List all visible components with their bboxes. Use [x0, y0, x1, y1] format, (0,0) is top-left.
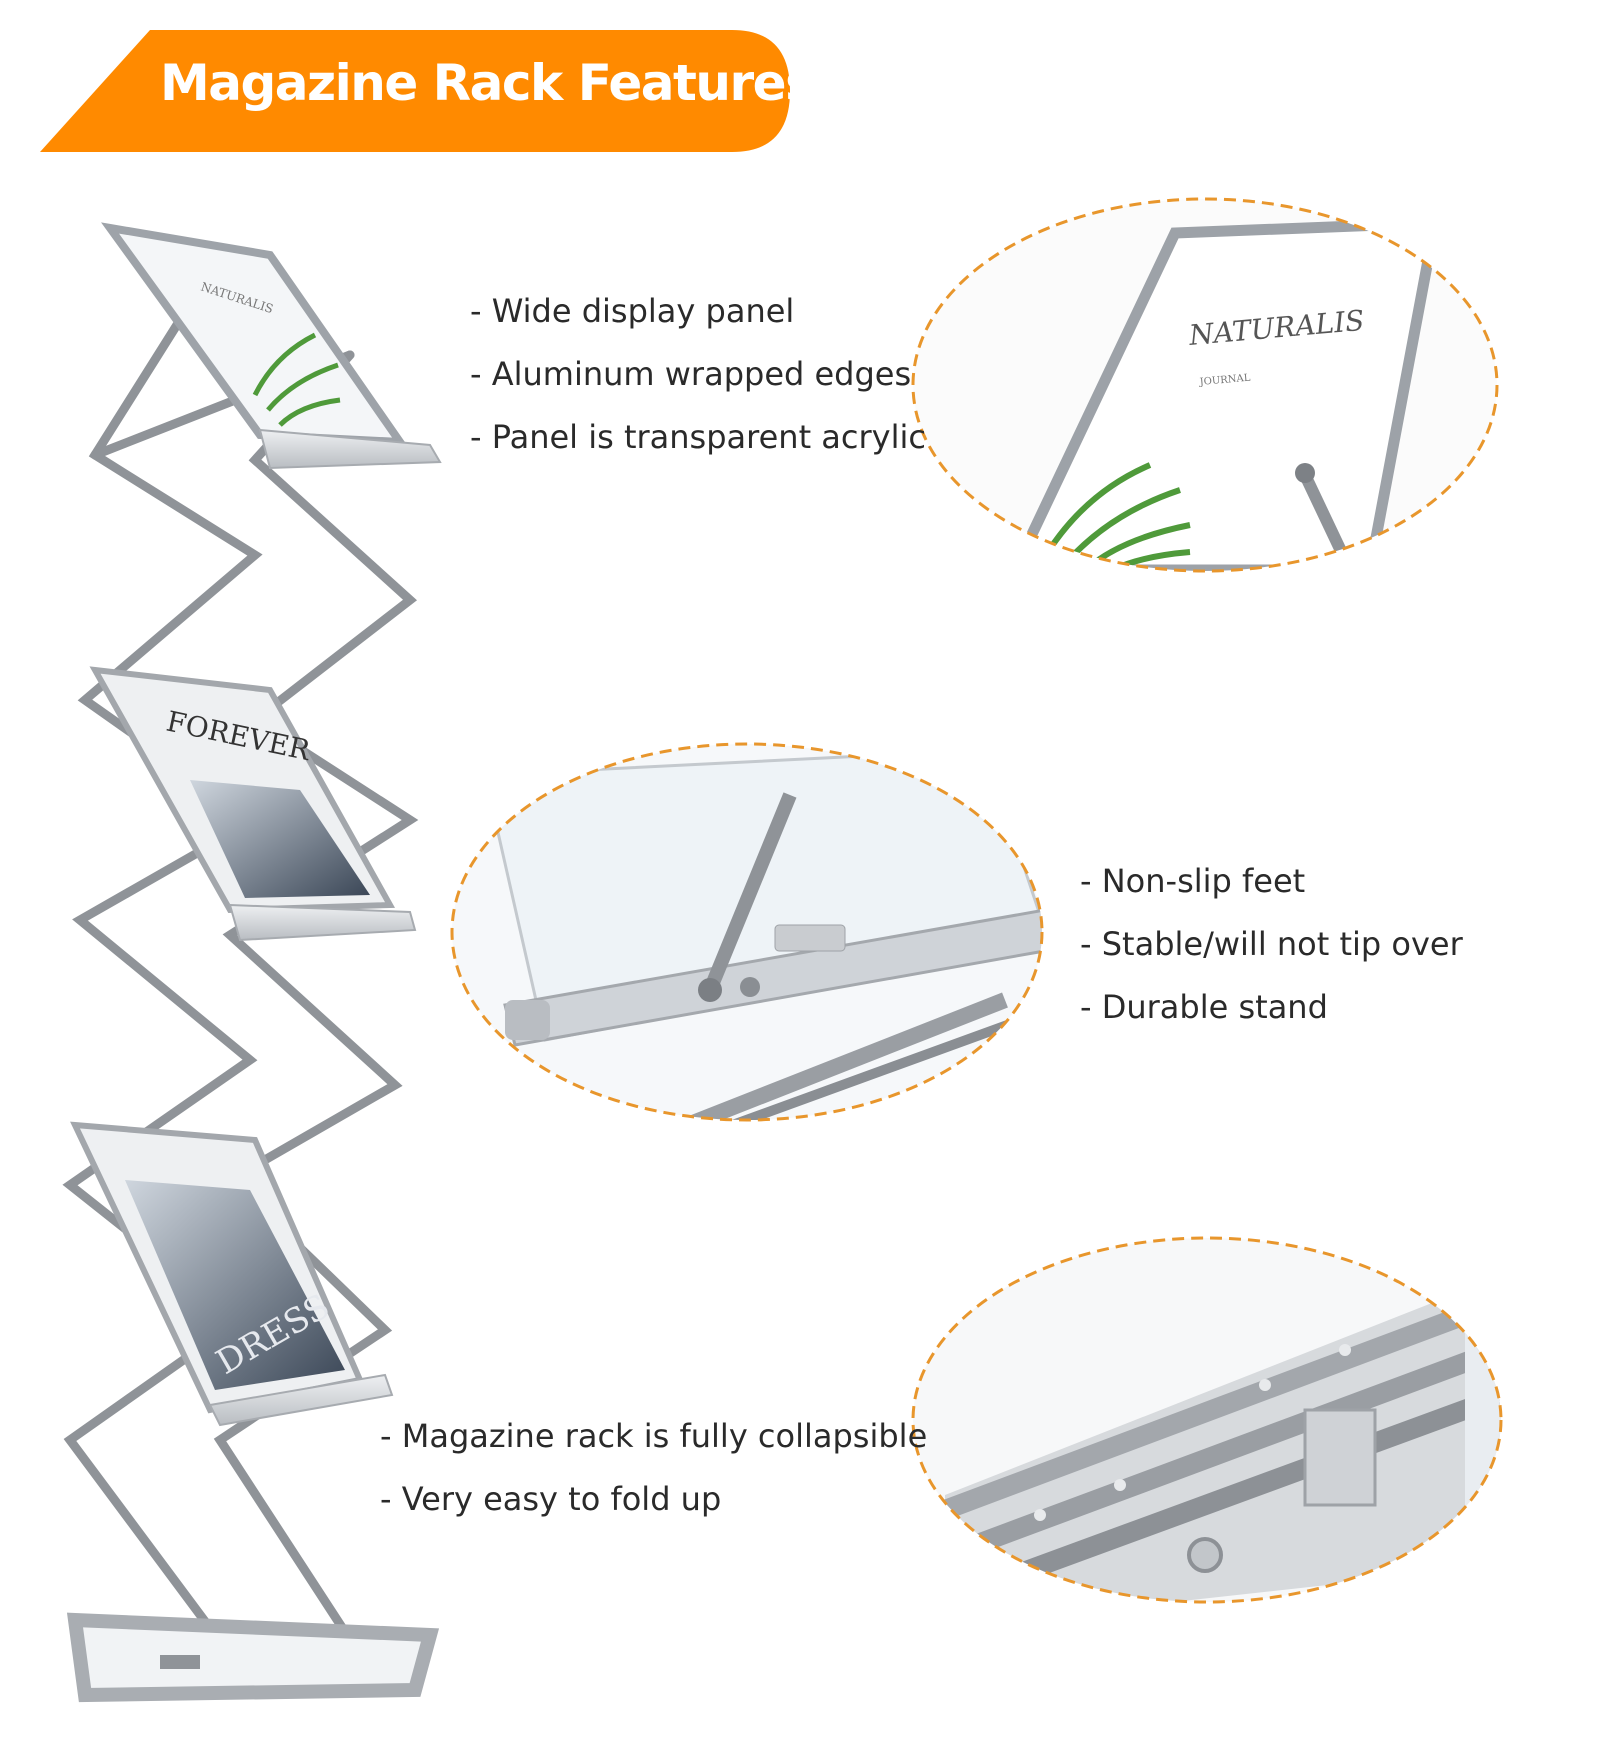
folding-features: - Magazine rack is fully collapsible - V… — [380, 1405, 927, 1531]
magazine-rack-image: NATURALIS FOREVER DRESS — [62, 222, 442, 1703]
feature-item: - Panel is transparent acrylic — [470, 418, 926, 456]
scissor-frame — [62, 315, 419, 1660]
folding-closeup — [911, 1236, 1503, 1604]
display-panel-closeup: NATURALIS JOURNAL — [911, 197, 1499, 573]
header-banner — [40, 30, 790, 152]
feet-features: - Non-slip feet - Stable/will not tip ov… — [1080, 850, 1463, 1039]
feature-item: - Durable stand — [1080, 988, 1328, 1026]
callout-border — [450, 742, 1044, 1122]
middle-display-panel: FOREVER — [89, 666, 417, 942]
top-display-panel: NATURALIS — [101, 222, 442, 470]
callout-border — [911, 197, 1499, 573]
banner-shape — [40, 30, 790, 152]
rack-base — [66, 1612, 440, 1703]
page-title: Magazine Rack Features — [160, 54, 815, 112]
feature-item: - Magazine rack is fully collapsible — [380, 1417, 928, 1455]
closeup-magazine-subtitle: JOURNAL — [1198, 373, 1251, 389]
feature-item: - Non-slip feet — [1080, 862, 1306, 900]
feature-item: - Wide display panel — [470, 292, 795, 330]
feature-item: - Very easy to fold up — [380, 1480, 722, 1518]
feature-item: - Stable/will not tip over — [1080, 925, 1463, 963]
bottom-display-panel: DRESS — [70, 1121, 394, 1427]
feet-closeup — [450, 742, 1044, 1122]
feature-item: - Aluminum wrapped edges — [470, 355, 912, 393]
callout-border — [911, 1236, 1503, 1604]
display-panel-features: - Wide display panel - Aluminum wrapped … — [470, 280, 926, 469]
